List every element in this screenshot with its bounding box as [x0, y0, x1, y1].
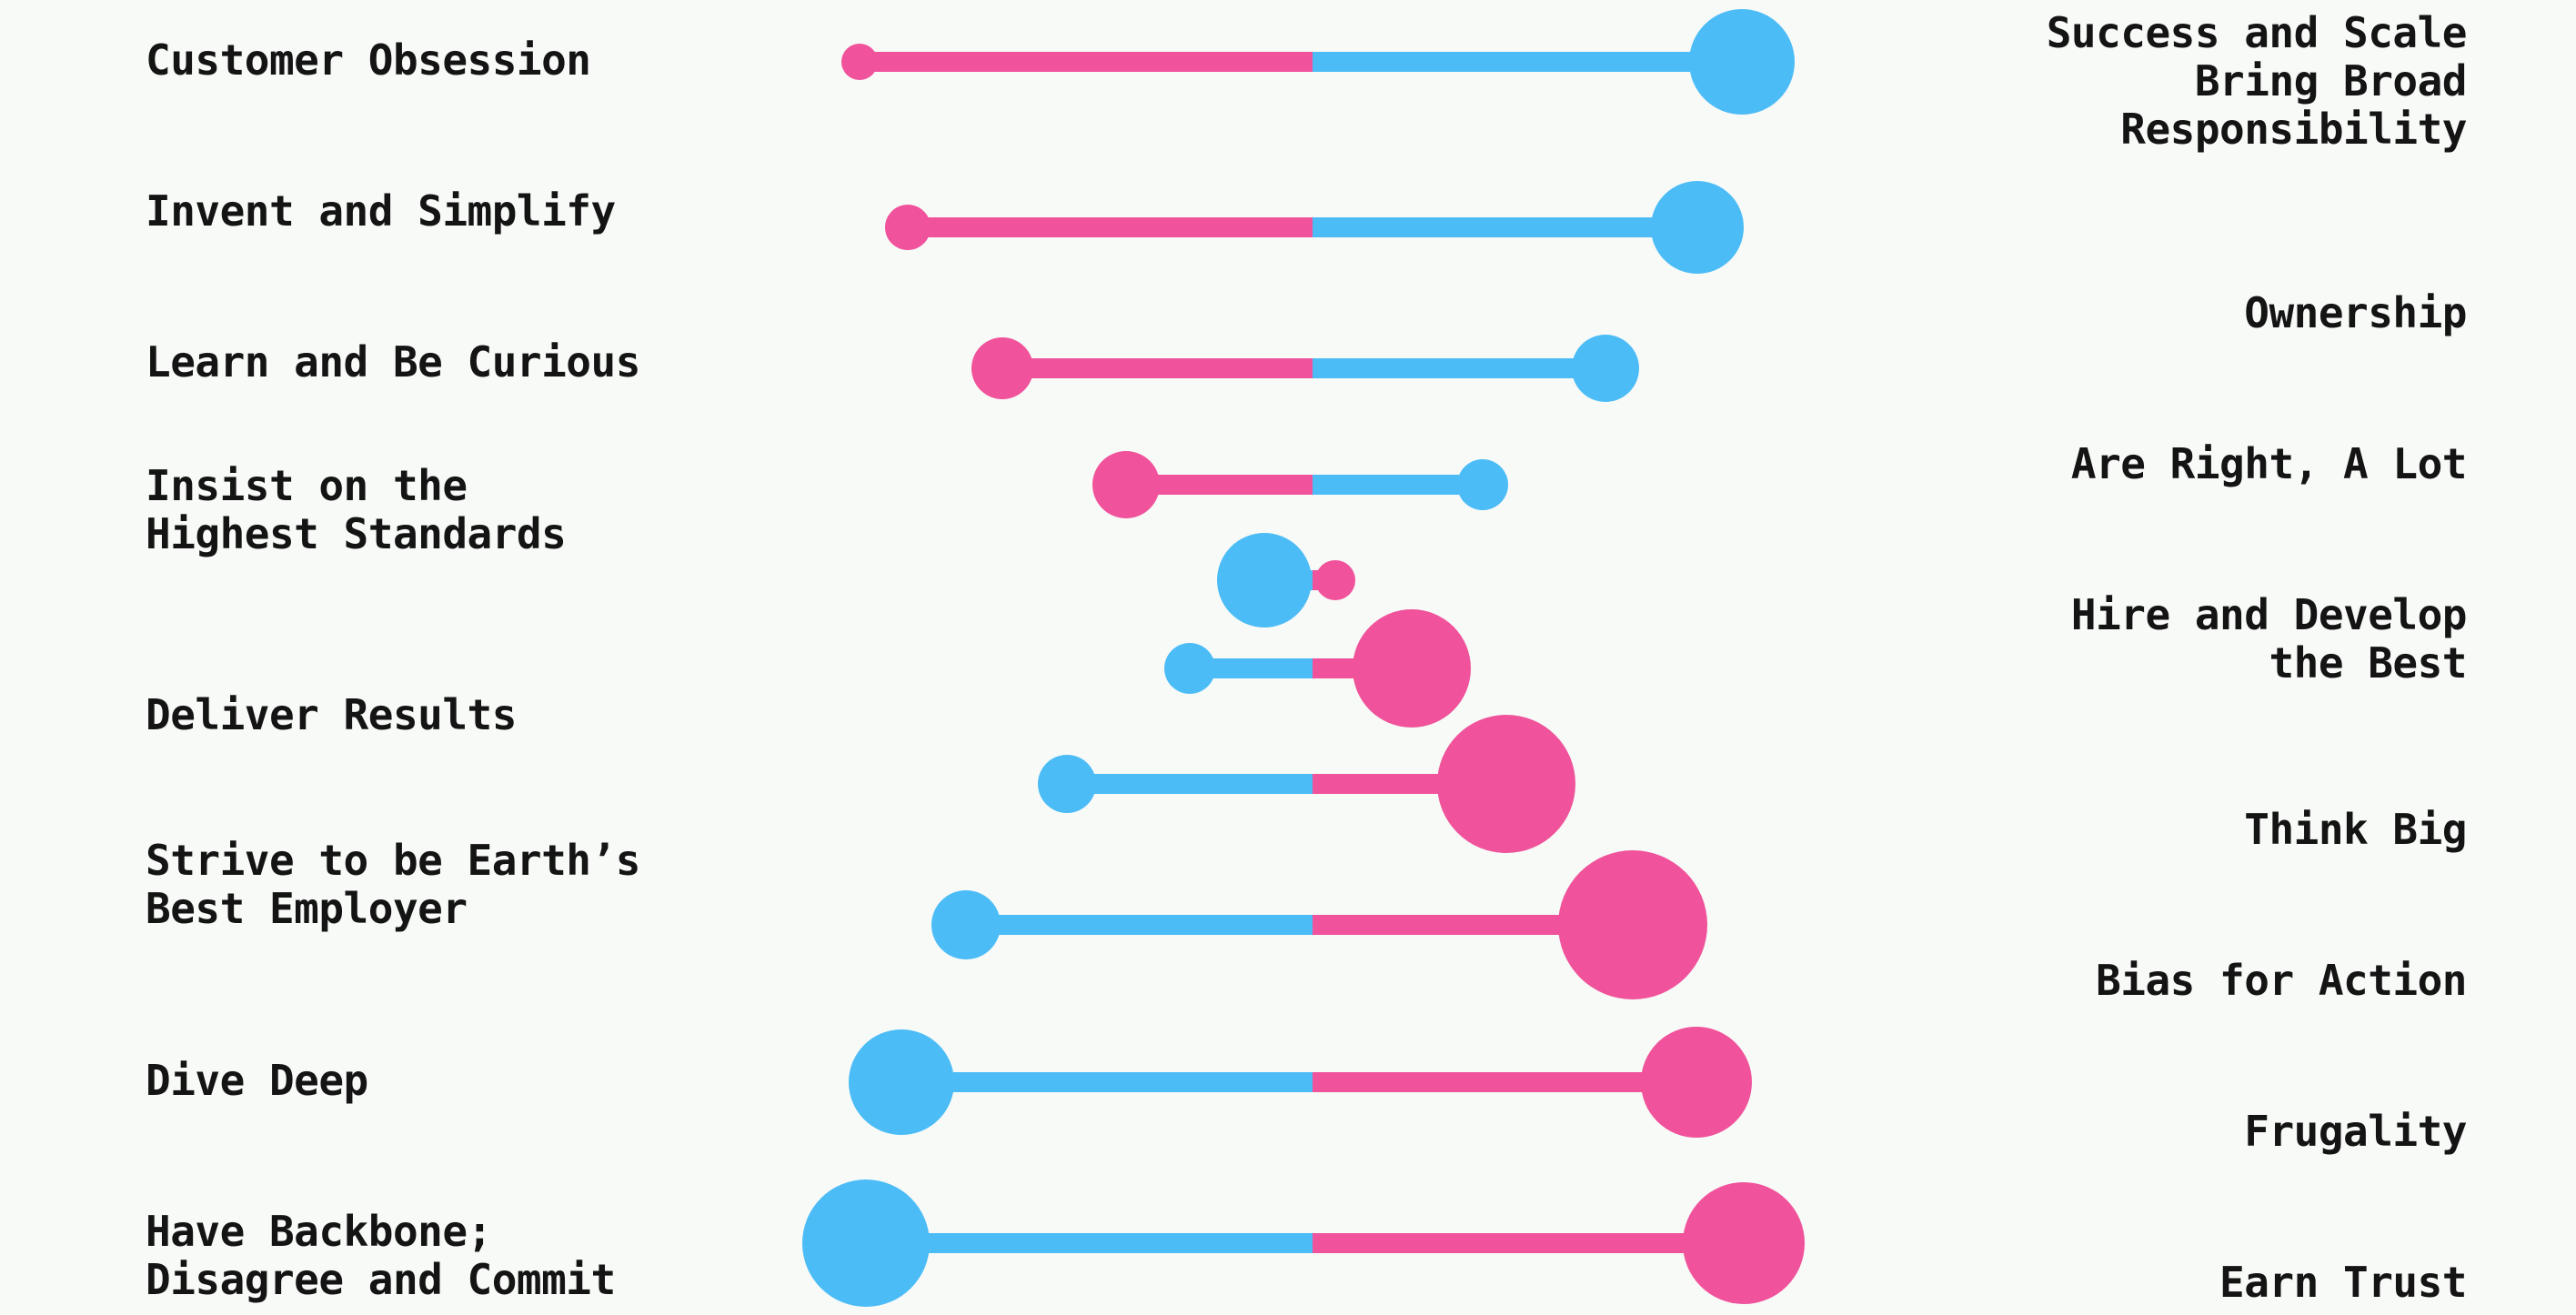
connector-left-half	[1126, 475, 1313, 495]
left-label-5: Strive to be Earth’s Best Employer	[146, 836, 640, 933]
connector-left-half	[860, 52, 1313, 72]
dumbbell-row	[841, 9, 1795, 115]
connector-left-half	[901, 1072, 1313, 1092]
blue-endpoint-dot[interactable]	[1651, 181, 1744, 274]
blue-endpoint-dot[interactable]	[1457, 459, 1508, 510]
right-label-6: Frugality	[2244, 1107, 2467, 1156]
blue-endpoint-dot[interactable]	[1572, 335, 1639, 402]
blue-endpoint-dot[interactable]	[1689, 9, 1795, 115]
blue-endpoint-dot[interactable]	[849, 1029, 954, 1135]
pink-endpoint-dot[interactable]	[971, 337, 1033, 399]
right-label-1: Ownership	[2244, 288, 2467, 337]
left-label-7: Have Backbone; Disagree and Commit	[146, 1207, 616, 1304]
pink-endpoint-dot[interactable]	[841, 44, 878, 80]
dumbbell-row	[931, 850, 1707, 999]
left-label-2: Learn and Be Curious	[146, 337, 640, 386]
left-label-3: Insist on the Highest Standards	[146, 461, 567, 558]
connector-left-half	[1190, 658, 1313, 678]
dumbbell-row	[1164, 609, 1471, 728]
left-label-1: Invent and Simplify	[146, 186, 616, 236]
pink-endpoint-dot[interactable]	[1641, 1027, 1752, 1138]
dumbbell-row	[849, 1027, 1752, 1138]
right-label-0: Success and Scale Bring Broad Responsibi…	[2046, 8, 2468, 154]
pink-endpoint-dot[interactable]	[1683, 1182, 1805, 1304]
pink-endpoint-dot[interactable]	[885, 205, 931, 250]
connector-right-half	[1313, 915, 1633, 935]
connector-left-half	[966, 915, 1313, 935]
pink-endpoint-dot[interactable]	[1353, 609, 1471, 728]
connector-right-half	[1313, 217, 1697, 237]
dumbbell-row	[802, 1179, 1805, 1307]
dumbbell-row	[1038, 715, 1575, 853]
connector-left-half	[908, 217, 1313, 237]
connector-right-half	[1313, 1233, 1744, 1253]
left-label-0: Customer Obsession	[146, 35, 591, 85]
right-label-4: Think Big	[2244, 805, 2467, 854]
pink-endpoint-dot[interactable]	[1315, 560, 1355, 600]
dumbbell-row	[971, 335, 1639, 402]
pink-endpoint-dot[interactable]	[1092, 451, 1160, 518]
right-label-3: Hire and Develop the Best	[2070, 590, 2468, 688]
dumbbell-row	[1092, 451, 1508, 518]
connector-right-half	[1313, 358, 1605, 378]
connector-right-half	[1313, 475, 1483, 495]
dumbbell-row	[1217, 533, 1355, 627]
blue-endpoint-dot[interactable]	[1164, 643, 1215, 694]
connector-right-half	[1313, 1072, 1696, 1092]
right-label-7: Earn Trust	[2219, 1258, 2467, 1307]
connector-left-half	[1002, 358, 1313, 378]
dumbbell-row	[885, 181, 1744, 274]
right-label-2: Are Right, A Lot	[2070, 439, 2468, 488]
blue-endpoint-dot[interactable]	[931, 890, 1001, 959]
blue-endpoint-dot[interactable]	[802, 1179, 930, 1307]
blue-endpoint-dot[interactable]	[1038, 755, 1096, 813]
pink-endpoint-dot[interactable]	[1558, 850, 1707, 999]
blue-endpoint-dot[interactable]	[1217, 533, 1312, 627]
connector-left-half	[1067, 774, 1313, 794]
right-label-5: Bias for Action	[2096, 956, 2467, 1005]
left-label-4: Deliver Results	[146, 690, 517, 739]
connector-right-half	[1313, 52, 1742, 72]
left-label-6: Dive Deep	[146, 1056, 368, 1105]
pink-endpoint-dot[interactable]	[1437, 715, 1575, 853]
connector-left-half	[866, 1233, 1313, 1253]
